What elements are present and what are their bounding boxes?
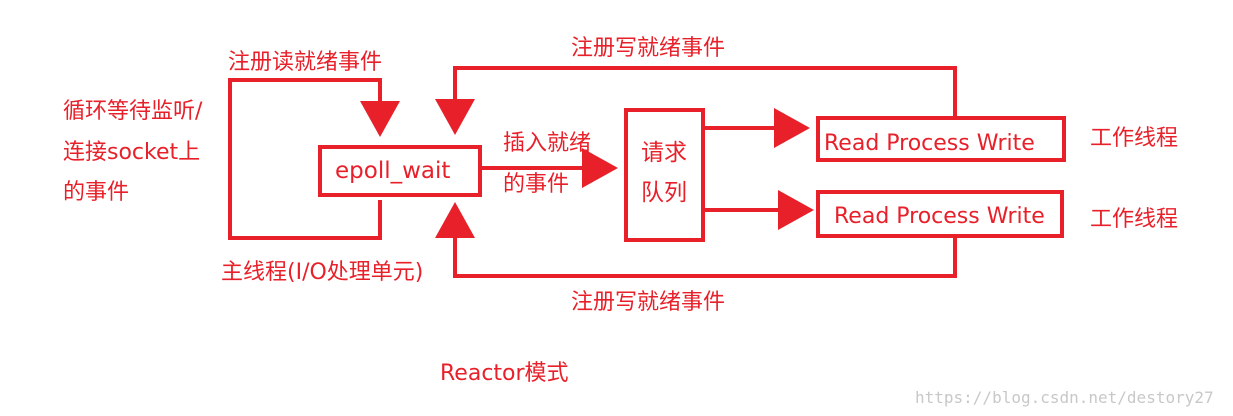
loop-listen-line3: 的事件 (63, 180, 130, 205)
epoll-wait-box (318, 145, 482, 197)
register-write-top-loop (435, 66, 957, 135)
loop-listen-line2: 连接socket上 (63, 140, 201, 165)
register-read-loop (228, 78, 400, 240)
register-write-bottom-loop (435, 202, 957, 278)
main-thread-label: 主线程(I/O处理单元) (221, 260, 424, 285)
reactor-mode-label: Reactor模式 (440, 361, 569, 386)
request-queue-label-line1: 请求 (641, 140, 687, 166)
register-write-bottom-label: 注册写就绪事件 (571, 290, 726, 315)
request-queue-box (624, 108, 705, 242)
request-queue-label-line2: 队列 (641, 180, 687, 206)
worker2-box (816, 190, 1064, 238)
worker-thread-label-1: 工作线程 (1090, 126, 1179, 151)
register-read-label: 注册读就绪事件 (228, 50, 383, 75)
worker1-label: Read Process Write (824, 131, 1035, 156)
loop-listen-line1: 循环等待监听/ (63, 99, 203, 124)
watermark: https://blog.csdn.net/destory27 (915, 388, 1214, 407)
register-write-top-label: 注册写就绪事件 (571, 36, 726, 61)
worker2-label: Read Process Write (834, 204, 1045, 229)
epoll-wait-label: epoll_wait (335, 158, 451, 184)
insert-ready-line2: 的事件 (503, 172, 570, 197)
worker-thread-label-2: 工作线程 (1090, 207, 1179, 232)
insert-ready-line1: 插入就绪 (503, 131, 592, 156)
worker1-box (816, 116, 1066, 162)
